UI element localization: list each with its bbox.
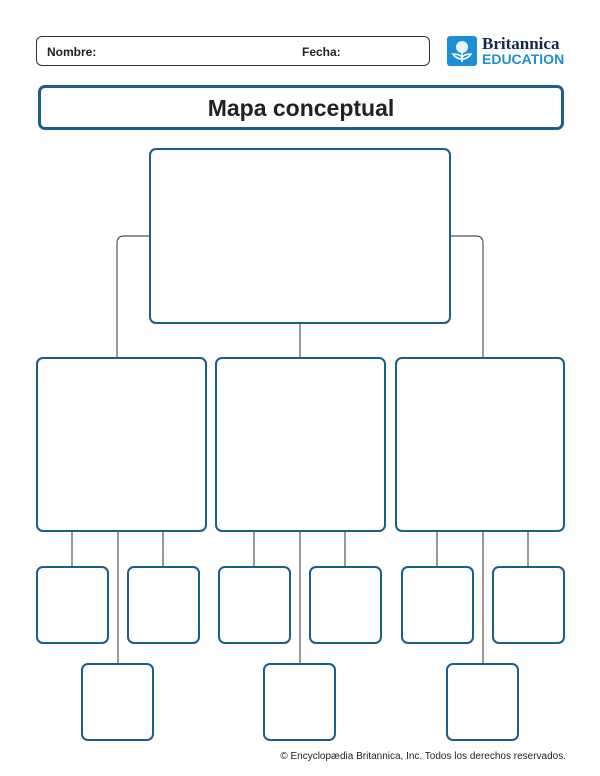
detail-box[interactable] — [263, 663, 336, 741]
name-label: Nombre: — [47, 45, 97, 59]
detail-box[interactable] — [81, 663, 154, 741]
sub-concept-box-2[interactable] — [215, 357, 386, 532]
britannica-logo: Britannica EDUCATION — [447, 34, 565, 67]
detail-box[interactable] — [218, 566, 291, 644]
logo-sub: EDUCATION — [482, 51, 565, 67]
name-date-field[interactable]: Nombre: Fecha: — [36, 36, 430, 66]
main-concept-box[interactable] — [149, 148, 451, 324]
copyright-footer: © Encyclopædia Britannica, Inc. Todos lo… — [280, 751, 566, 762]
page-title: Mapa conceptual — [38, 85, 564, 130]
sub-concept-box-3[interactable] — [395, 357, 565, 532]
detail-box[interactable] — [446, 663, 519, 741]
flower-icon — [447, 36, 477, 66]
date-label: Fecha: — [302, 45, 341, 59]
sub-concept-box-1[interactable] — [36, 357, 207, 532]
detail-box[interactable] — [127, 566, 200, 644]
detail-box[interactable] — [492, 566, 565, 644]
detail-box[interactable] — [401, 566, 474, 644]
logo-brand: Britannica — [482, 34, 560, 53]
detail-box[interactable] — [309, 566, 382, 644]
detail-box[interactable] — [36, 566, 109, 644]
